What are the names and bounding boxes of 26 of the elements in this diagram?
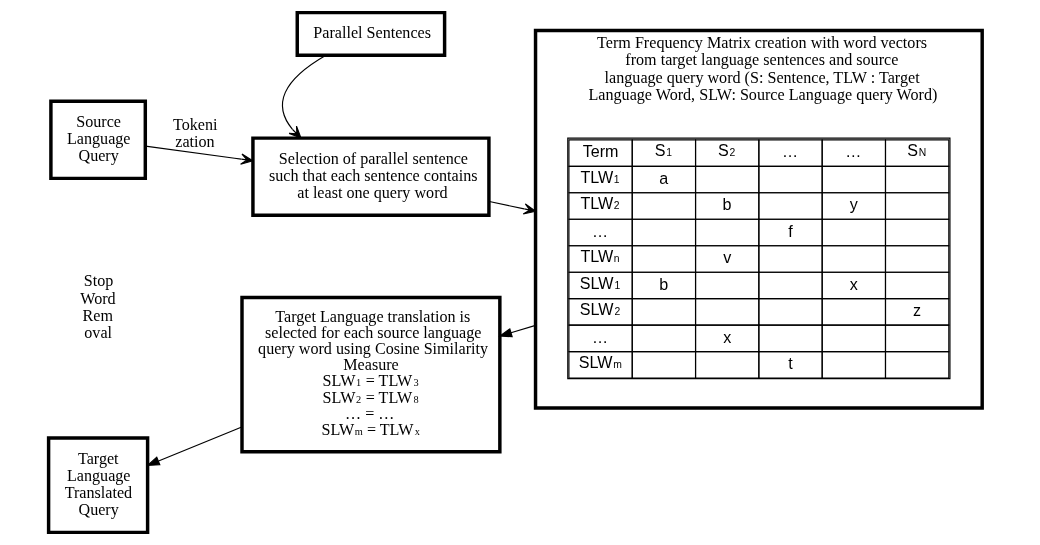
label: …	[591, 327, 609, 346]
label: TLW1	[580, 167, 620, 186]
label: SN	[907, 141, 927, 160]
label: …	[781, 142, 798, 161]
label: SLW1	[579, 273, 621, 292]
label: b	[659, 274, 669, 293]
label: x	[849, 274, 858, 293]
label: SLW2	[579, 300, 621, 319]
edge-label: Tokeni zation	[172, 115, 218, 150]
label: v	[723, 248, 732, 267]
label: z	[913, 301, 922, 320]
label: …	[845, 142, 862, 161]
label: Stop Word Rem oval	[80, 272, 116, 342]
label: t	[788, 354, 793, 373]
label: S2	[718, 141, 736, 160]
label: S1	[654, 141, 672, 160]
label: …	[591, 221, 609, 240]
label: SLWm	[578, 352, 622, 371]
label: TLWn	[580, 247, 620, 266]
label: y	[849, 195, 858, 214]
label: Term	[582, 142, 619, 161]
label: f	[788, 221, 793, 240]
label: a	[659, 168, 669, 187]
label: TLW2	[580, 194, 620, 213]
label: x	[723, 327, 732, 346]
label: b	[722, 195, 732, 214]
